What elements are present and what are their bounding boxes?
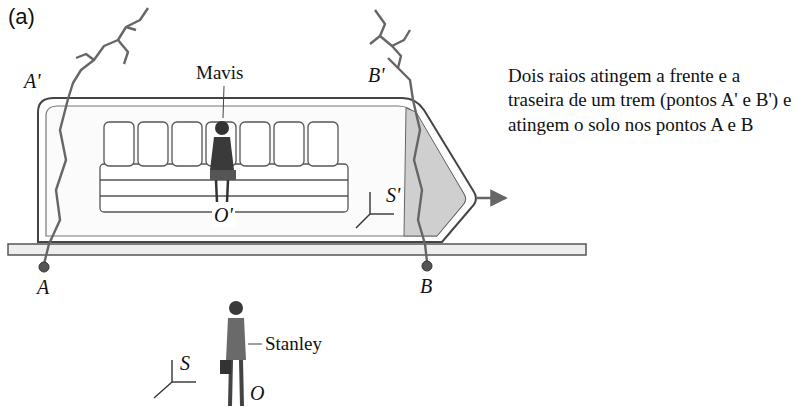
- mavis-figure: [210, 121, 236, 202]
- leader-line: [223, 86, 224, 118]
- leader-line: [248, 344, 262, 345]
- seats: [100, 122, 348, 212]
- train-body: [38, 98, 476, 242]
- point-label: A': [24, 70, 41, 93]
- point-marker: [39, 262, 49, 272]
- point-label: B: [420, 275, 432, 298]
- origin-label: O: [250, 382, 264, 405]
- train-inner-wall: [46, 106, 466, 236]
- frame-label: S': [384, 184, 402, 207]
- panel-label: (a): [8, 4, 35, 29]
- observer-label: Stanley: [265, 333, 322, 355]
- stanley-figure: [220, 301, 246, 406]
- origin-label: O': [212, 204, 235, 227]
- velocity-arrow: [476, 197, 506, 200]
- frame-label: S: [180, 352, 190, 375]
- point-marker: [422, 261, 432, 271]
- point-label: A: [37, 276, 49, 299]
- caption-note: Dois raios atingem a frente e a traseira…: [508, 64, 800, 137]
- train-nose: [404, 108, 466, 236]
- track: [8, 244, 586, 255]
- observer-label: Mavis: [196, 62, 244, 84]
- lightning-bolt: [44, 8, 427, 264]
- point-label: B': [368, 64, 385, 87]
